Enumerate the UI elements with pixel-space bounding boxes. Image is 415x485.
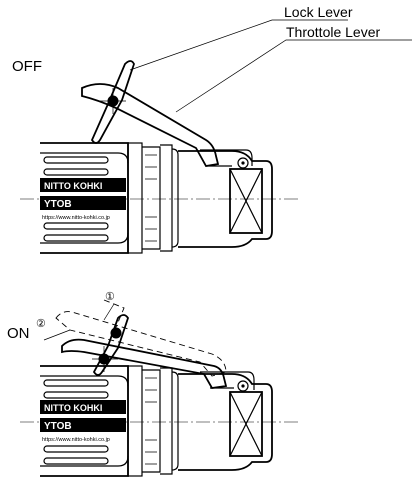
brand-text: NITTO KOHKI	[44, 403, 102, 413]
step-1-marker: ①	[105, 291, 115, 303]
tool-label-plate-off: NITTO KOHKI YTOB https://www.nitto-kohki…	[40, 178, 126, 221]
lock-lever-on	[92, 314, 129, 376]
throttle-lever-label: Throttole Lever	[286, 24, 380, 40]
url-text: https://www.nitto-kohki.co.jp	[42, 437, 110, 443]
lock-lever-off	[90, 60, 135, 144]
lock-lever-label: Lock Lever	[284, 4, 353, 20]
tool-label-plate-on: NITTO KOHKI YTOB https://www.nitto-kohki…	[40, 400, 126, 443]
leader-lines	[129, 19, 412, 113]
throttle-lever-on	[61, 338, 255, 392]
step-2-marker: ②	[36, 318, 46, 330]
off-label: OFF	[12, 58, 42, 75]
on-state-view: ON ② ① NITTO KOHKI YTOB https://www.nitt…	[7, 291, 301, 477]
model-text: YTOB	[44, 199, 72, 210]
throttle-lever-off	[81, 83, 253, 169]
brand-text: NITTO KOHKI	[44, 181, 102, 191]
throttle-lever-phantom	[43, 299, 227, 377]
url-text: https://www.nitto-kohki.co.jp	[42, 215, 110, 221]
on-label: ON	[7, 325, 30, 342]
model-text: YTOB	[44, 421, 72, 432]
off-state-view: OFF NITTO KOHKI YTOB https://www.nitto-k…	[12, 4, 412, 254]
